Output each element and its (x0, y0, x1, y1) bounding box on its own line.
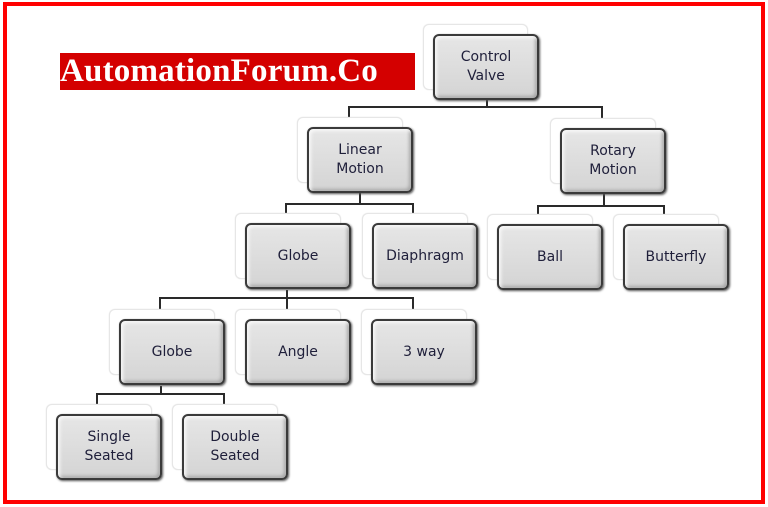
node-label-line2: Seated (84, 448, 134, 464)
connector-globe-l4-horizontal (96, 393, 225, 395)
watermark-banner: AutomationForum.Co (60, 53, 415, 90)
node-box: Globe (119, 319, 225, 385)
node-label: Ball (537, 248, 563, 265)
node-box: Butterfly (623, 224, 729, 290)
node-label-line1: Control (460, 49, 512, 65)
node-label: Diaphragm (386, 247, 464, 264)
node-box: Ball (497, 224, 603, 290)
node-label: Butterfly (645, 248, 707, 265)
red-frame-border (3, 2, 765, 504)
connector-linear-horizontal (285, 203, 414, 205)
connector-to-ball (537, 205, 539, 215)
connector-globe-l3-down (286, 290, 288, 298)
connector-root-down (486, 99, 488, 107)
node-label-line2: Seated (210, 448, 260, 464)
node-label-line2: Valve (467, 68, 505, 84)
node-label: Globe (277, 247, 319, 264)
connector-to-butterfly (663, 205, 665, 215)
node-label-line1: Rotary (590, 143, 636, 159)
node-label-line1: Double (210, 429, 260, 445)
node-label: Angle (278, 343, 318, 360)
node-box: Diaphragm (372, 223, 478, 289)
connector-to-diaphragm (412, 203, 414, 214)
connector-to-globe-l4 (159, 297, 161, 309)
node-box: Globe (245, 223, 351, 289)
node-label-line2: Motion (336, 161, 384, 177)
connector-linear-down (359, 192, 361, 204)
node-label: 3 way (403, 343, 445, 360)
connector-to-angle (286, 297, 288, 309)
node-label: Globe (151, 343, 193, 360)
node-label-line2: Motion (589, 162, 637, 178)
connector-root-horizontal (348, 106, 603, 108)
connector-globe-l4-down (160, 386, 162, 394)
node-label-line1: Linear (338, 142, 382, 158)
connector-to-linear (348, 106, 350, 118)
connector-to-rotary (601, 106, 603, 118)
connector-rotary-horizontal (537, 205, 665, 207)
connector-to-double-seated (223, 393, 225, 404)
node-label-line1: Single (87, 429, 131, 445)
connector-rotary-down (603, 193, 605, 206)
connector-to-globe-l3 (285, 203, 287, 214)
connector-to-single-seated (96, 393, 98, 404)
connector-to-three-way (412, 297, 414, 309)
node-box: Angle (245, 319, 351, 385)
node-box: 3 way (371, 319, 477, 385)
